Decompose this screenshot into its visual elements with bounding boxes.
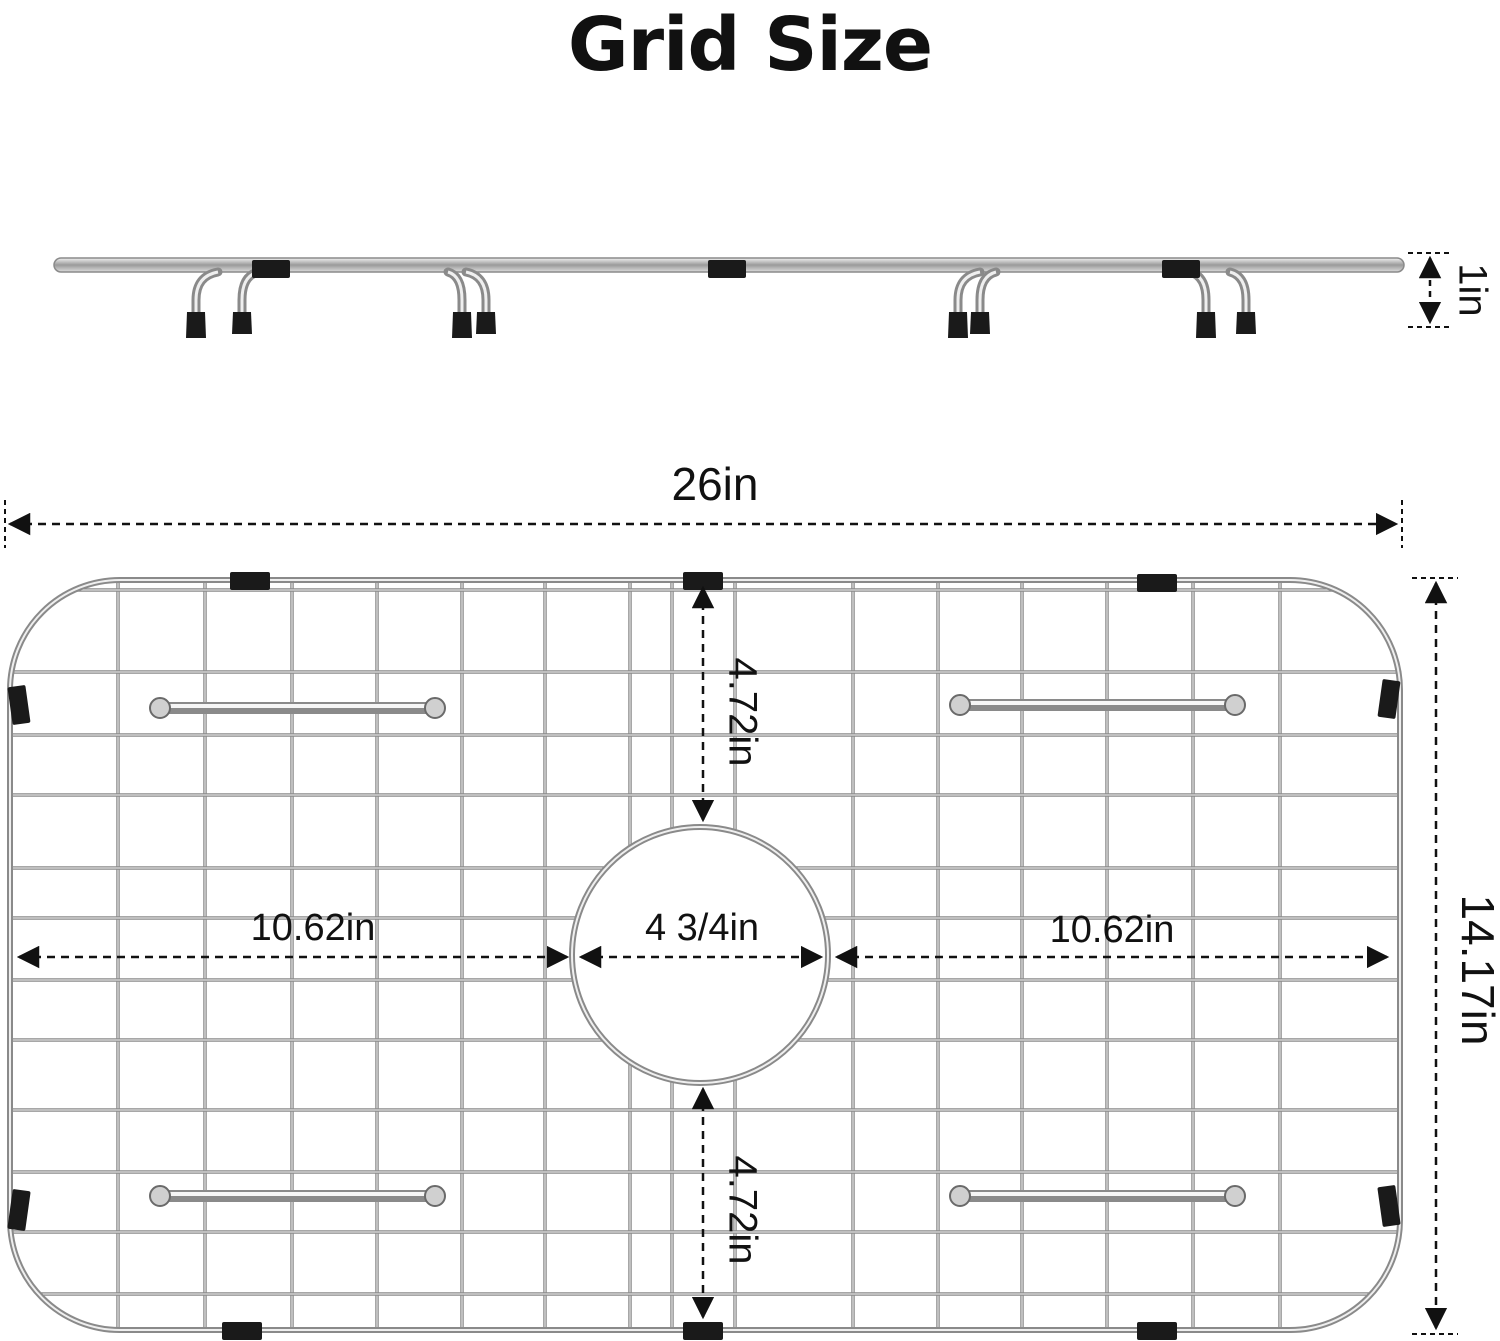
drain-diameter-label: 4 3/4in bbox=[645, 907, 759, 949]
right-span-dimension: 10.62in bbox=[834, 909, 1390, 969]
leg-highlight bbox=[1229, 270, 1248, 318]
leg-wire bbox=[461, 267, 491, 323]
leg-foot bbox=[970, 312, 990, 334]
height-dimension: 1in bbox=[1408, 252, 1494, 328]
leg-highlight bbox=[978, 270, 997, 318]
foot-cap bbox=[949, 694, 971, 716]
bumper bbox=[222, 1322, 262, 1340]
leg-wire bbox=[443, 267, 467, 323]
leg-foot bbox=[948, 312, 968, 338]
foot-cap bbox=[149, 697, 171, 719]
bumper bbox=[7, 1189, 31, 1231]
depth-label: 14.17in bbox=[1452, 895, 1500, 1046]
leg-foot bbox=[186, 312, 206, 338]
leg-highlight bbox=[194, 270, 219, 318]
bumper bbox=[230, 572, 270, 590]
right-span-label: 10.62in bbox=[1050, 909, 1175, 951]
leg-wire bbox=[975, 267, 1001, 323]
leg-wire bbox=[1225, 267, 1251, 323]
bumper bbox=[1137, 1322, 1177, 1340]
bumper bbox=[1377, 679, 1401, 719]
leg-foot bbox=[476, 312, 496, 334]
drain-diameter-dimension: 4 3/4in bbox=[578, 907, 824, 969]
left-span-label: 10.62in bbox=[251, 907, 376, 949]
foot-cap bbox=[424, 1185, 446, 1207]
support-feet bbox=[149, 694, 1246, 1207]
leg-wire bbox=[191, 267, 223, 323]
foot-cap bbox=[149, 1185, 171, 1207]
leg-highlight bbox=[956, 270, 981, 318]
bumper bbox=[683, 1322, 723, 1340]
leg-highlight bbox=[447, 270, 464, 318]
leg-wire bbox=[237, 267, 263, 323]
leg-foot bbox=[232, 312, 252, 334]
depth-dimension: 14.17in bbox=[1412, 577, 1500, 1335]
leg-foot bbox=[1236, 312, 1256, 334]
bumper bbox=[683, 572, 723, 590]
side-view: 1in bbox=[53, 252, 1494, 338]
foot-cap bbox=[1224, 1185, 1246, 1207]
bumper bbox=[1377, 1185, 1401, 1227]
width-dimension: 26in bbox=[4, 458, 1403, 548]
leg-highlight bbox=[465, 270, 488, 318]
foot-cap bbox=[1224, 694, 1246, 716]
drain-opening bbox=[569, 824, 831, 1086]
width-label: 26in bbox=[672, 458, 759, 510]
left-span-dimension: 10.62in bbox=[16, 907, 570, 969]
frame-bumpers bbox=[7, 572, 1401, 1340]
bottom-gap-dimension: 4.72in bbox=[691, 1086, 764, 1320]
foot-cap bbox=[949, 1185, 971, 1207]
bumper bbox=[252, 260, 290, 278]
leg-foot bbox=[452, 312, 472, 338]
bumper bbox=[1162, 260, 1200, 278]
side-bumpers bbox=[252, 260, 1200, 278]
height-label: 1in bbox=[1450, 263, 1494, 316]
side-legs bbox=[186, 267, 1256, 338]
leg-wire bbox=[1185, 267, 1211, 323]
bumper bbox=[7, 685, 31, 725]
bottom-gap-label: 4.72in bbox=[720, 1156, 764, 1265]
bumper bbox=[1137, 574, 1177, 592]
leg-foot bbox=[1196, 312, 1216, 338]
top-gap-dimension: 4.72in bbox=[691, 585, 764, 823]
page-title: Grid Size bbox=[567, 2, 933, 88]
foot-cap bbox=[424, 697, 446, 719]
bumper bbox=[708, 260, 746, 278]
top-gap-label: 4.72in bbox=[720, 658, 764, 767]
